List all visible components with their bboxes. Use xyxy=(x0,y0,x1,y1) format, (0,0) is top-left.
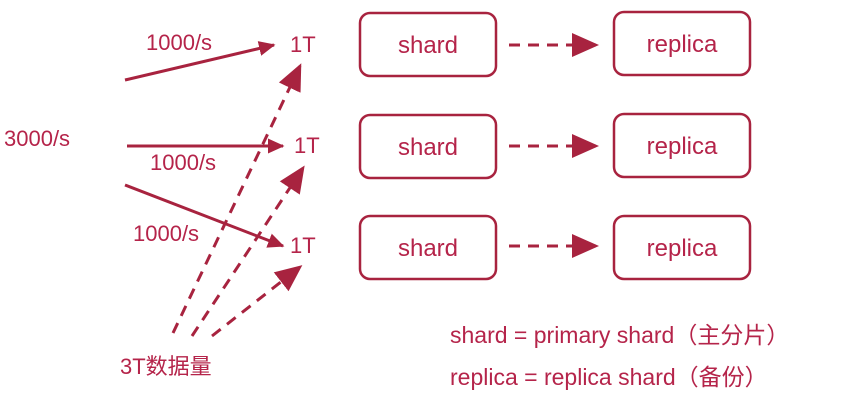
source-rate-label: 3000/s xyxy=(4,126,70,151)
replica-box-1-label: replica xyxy=(647,31,718,58)
shard-box-2 xyxy=(358,113,498,180)
request-arrow-1 xyxy=(124,41,276,82)
total-data-label: 3T数据量 xyxy=(120,354,212,379)
replica-box-1 xyxy=(612,10,752,77)
shard-box-3 xyxy=(358,214,498,281)
data-arrow-3 xyxy=(211,265,303,338)
input-rate-label-1: 1000/s xyxy=(146,30,212,55)
node-size-label-2: 1T xyxy=(294,133,320,158)
legend-replica-definition: replica = replica shard（备份） xyxy=(450,364,768,390)
replica-box-3 xyxy=(612,214,752,281)
input-rate-label-2: 1000/s xyxy=(150,150,216,175)
replica-box-2-label: replica xyxy=(647,133,718,160)
input-rate-label-3: 1000/s xyxy=(133,221,199,246)
data-arrow-2 xyxy=(190,165,305,337)
legend-shard-definition: shard = primary shard（主分片） xyxy=(450,322,789,348)
shard-box-3-label: shard xyxy=(398,235,458,262)
replica-box-3-label: replica xyxy=(647,235,718,262)
shard-box-1-label: shard xyxy=(398,32,458,59)
replica-box-2 xyxy=(612,112,752,179)
shard-box-2-label: shard xyxy=(398,134,458,161)
shard-box-1 xyxy=(358,11,498,78)
node-size-label-1: 1T xyxy=(290,32,316,57)
node-size-label-3: 1T xyxy=(290,233,316,258)
